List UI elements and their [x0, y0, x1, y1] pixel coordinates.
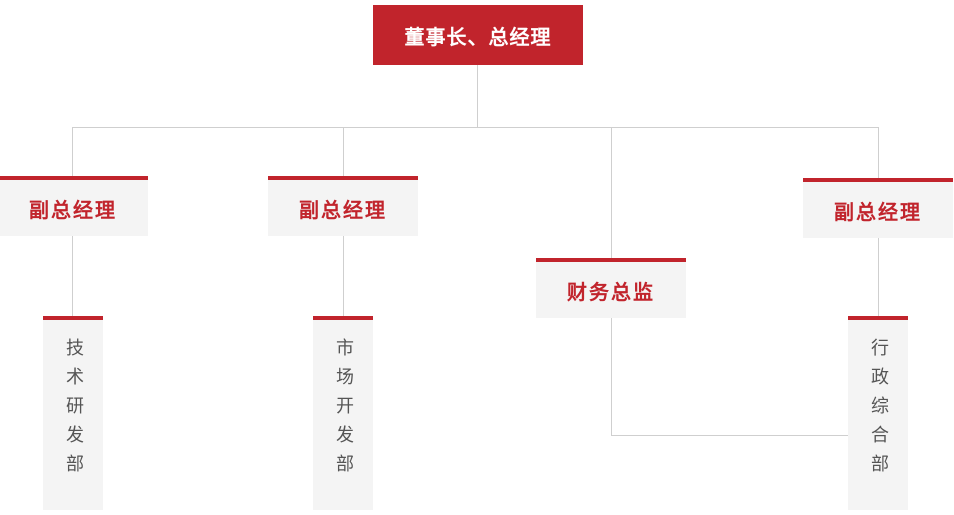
org-node-tech-rd-dept-label: 技术研发部 [63, 337, 84, 483]
org-node-deputy-gm-1-label: 副总经理 [29, 197, 117, 222]
org-node-deputy-gm-2-label: 副总经理 [299, 197, 387, 222]
org-node-finance-director-label: 财务总监 [567, 279, 655, 304]
org-node-admin-general-dept-label: 行政综合部 [868, 337, 889, 483]
org-node-deputy-gm-2: 副总经理 [268, 176, 418, 236]
connector-drop-deputy-2 [343, 128, 344, 176]
org-node-admin-general-dept: 行政综合部 [848, 316, 908, 510]
org-node-chairman-gm-label: 董事长、总经理 [404, 24, 552, 49]
connector-deputy2-to-market [343, 236, 344, 316]
connector-drop-deputy-1 [72, 128, 73, 176]
connector-main-horizontal [72, 127, 879, 128]
connector-deputy1-to-tech [72, 236, 73, 316]
org-node-market-dev-dept: 市场开发部 [313, 316, 373, 510]
connector-drop-deputy-3 [878, 128, 879, 178]
connector-finance-down [611, 318, 612, 435]
org-node-tech-rd-dept: 技术研发部 [43, 316, 103, 510]
connector-drop-finance [611, 128, 612, 258]
org-node-market-dev-dept-label: 市场开发部 [333, 337, 354, 483]
org-node-chairman-gm: 董事长、总经理 [373, 5, 583, 65]
org-node-deputy-gm-3-label: 副总经理 [834, 199, 922, 224]
connector-finance-to-admin [611, 435, 848, 436]
org-node-deputy-gm-3: 副总经理 [803, 178, 953, 238]
org-node-finance-director: 财务总监 [536, 258, 686, 318]
connector-root-drop [477, 65, 478, 127]
connector-deputy3-to-admin [878, 238, 879, 316]
org-node-deputy-gm-1: 副总经理 [0, 176, 148, 236]
